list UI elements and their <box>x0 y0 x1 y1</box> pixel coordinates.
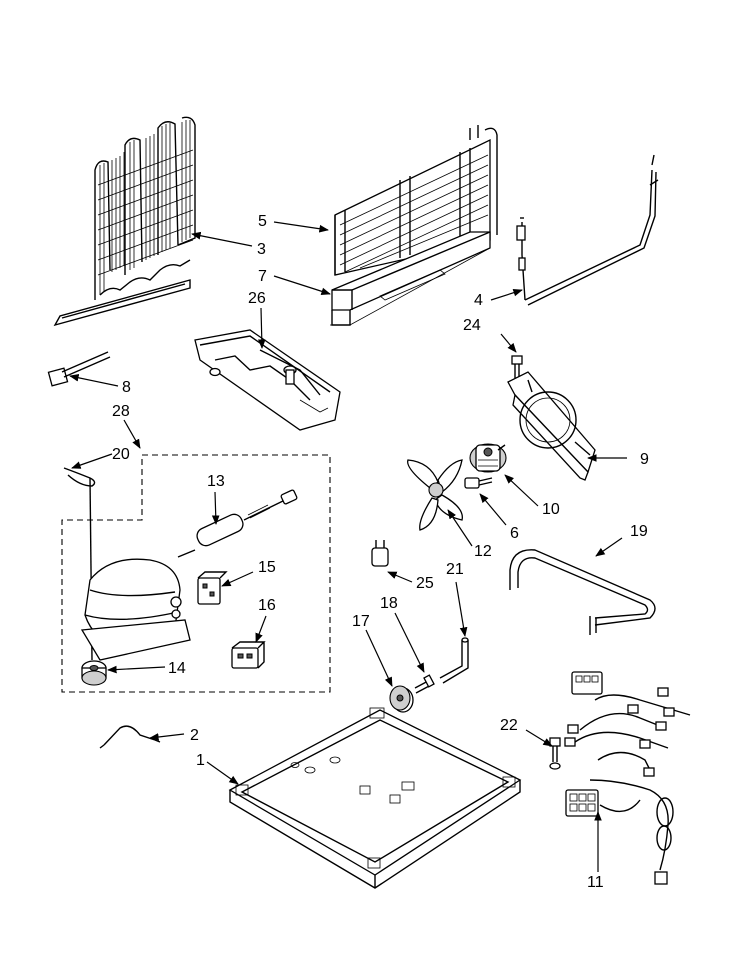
callout-labels: 5 3 7 4 26 24 8 28 9 20 13 10 6 19 12 15… <box>112 213 649 891</box>
leader-lines <box>69 221 627 872</box>
callout-24: 24 <box>463 317 481 334</box>
fan-nut[interactable] <box>464 477 493 489</box>
screw-22[interactable] <box>549 737 561 770</box>
callout-14: 14 <box>168 660 186 677</box>
compressor[interactable] <box>80 558 191 661</box>
fan-motor[interactable] <box>469 443 507 473</box>
callout-7: 7 <box>258 268 267 285</box>
callout-20: 20 <box>112 446 130 463</box>
drain-tube[interactable] <box>439 637 469 684</box>
callout-8: 8 <box>122 379 131 396</box>
callout-4: 4 <box>474 292 483 309</box>
base-frame[interactable] <box>228 707 522 889</box>
callout-3: 3 <box>257 241 266 258</box>
callout-26: 26 <box>248 290 266 307</box>
evaporator-pan[interactable] <box>330 231 491 326</box>
cable-tie[interactable] <box>47 351 111 387</box>
callout-6: 6 <box>510 525 519 542</box>
callout-12: 12 <box>474 543 492 560</box>
condenser-coil[interactable] <box>53 116 196 327</box>
callout-1: 1 <box>196 752 205 769</box>
callout-9: 9 <box>640 451 649 468</box>
callout-28: 28 <box>112 403 130 420</box>
wheel[interactable] <box>389 685 414 713</box>
overload-protector[interactable] <box>231 641 266 669</box>
callout-5: 5 <box>258 213 267 230</box>
callout-13: 13 <box>207 473 225 490</box>
start-relay[interactable] <box>197 571 228 605</box>
compressor-grommet[interactable] <box>81 660 107 686</box>
clip-25[interactable] <box>371 540 389 567</box>
fan-shroud[interactable] <box>507 371 596 481</box>
callout-21: 21 <box>446 561 464 578</box>
compressor-assembly-group[interactable] <box>61 454 331 693</box>
defrost-heater[interactable] <box>516 154 659 306</box>
axle-pin[interactable] <box>414 674 435 694</box>
drain-pan[interactable] <box>194 329 341 431</box>
callout-15: 15 <box>258 559 276 576</box>
filter-drier[interactable] <box>177 489 298 558</box>
callout-25: 25 <box>416 575 434 592</box>
callout-2: 2 <box>190 727 199 744</box>
callout-16: 16 <box>258 597 276 614</box>
callout-19: 19 <box>630 523 648 540</box>
callout-18: 18 <box>380 595 398 612</box>
condensate-tube[interactable] <box>509 549 656 635</box>
callout-22: 22 <box>500 717 518 734</box>
wiring-harness[interactable] <box>564 671 691 885</box>
callout-11: 11 <box>587 874 604 891</box>
wire-clip[interactable] <box>99 725 161 749</box>
screw-24[interactable] <box>511 355 523 378</box>
callout-17: 17 <box>352 613 370 630</box>
callout-10: 10 <box>542 501 560 518</box>
